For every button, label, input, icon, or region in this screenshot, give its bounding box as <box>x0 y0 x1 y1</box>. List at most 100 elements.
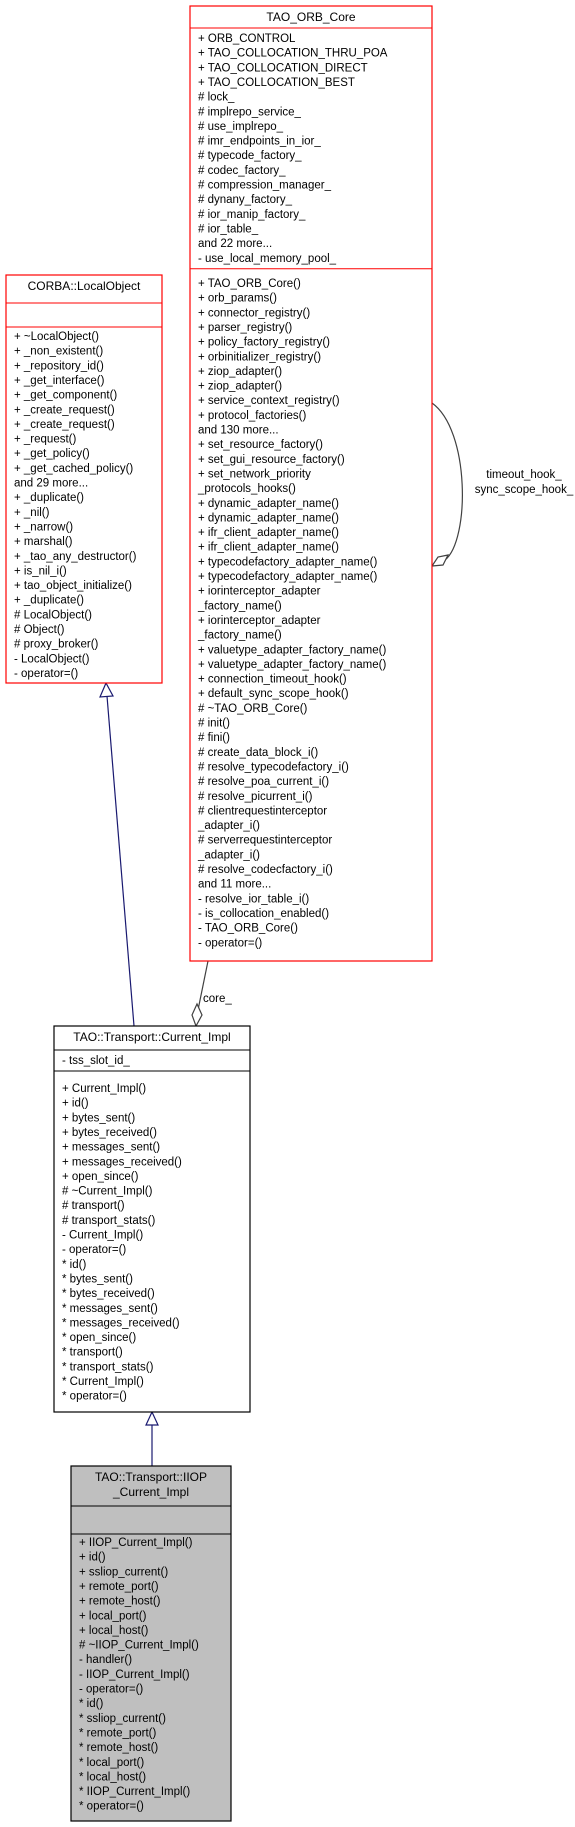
method-item: * bytes_sent() <box>62 1273 133 1285</box>
method-item: and 29 more... <box>14 478 88 490</box>
method-item: + _get_component() <box>14 390 117 402</box>
attribute-item: # codec_factory_ <box>198 165 286 177</box>
self-edge-label: timeout_hook_ <box>486 469 562 481</box>
method-item: + orbinitializer_registry() <box>198 351 321 363</box>
attribute-item: + ORB_CONTROL <box>198 33 296 45</box>
method-item: _protocols_hooks() <box>197 483 296 495</box>
method-item: # create_data_block_i() <box>198 747 318 759</box>
method-item: + dynamic_adapter_name() <box>198 512 339 524</box>
method-item: + Current_Impl() <box>62 1083 146 1095</box>
class-title: TAO::Transport::IIOP <box>95 1470 207 1484</box>
method-item: + valuetype_adapter_factory_name() <box>198 659 386 671</box>
method-item: + messages_sent() <box>62 1142 160 1154</box>
attribute-item: + TAO_COLLOCATION_DIRECT <box>198 62 368 74</box>
method-item: - IIOP_Current_Impl() <box>79 1669 190 1681</box>
method-item: * messages_sent() <box>62 1303 158 1315</box>
method-item: # resolve_picurrent_i() <box>198 791 313 803</box>
attribute-item: # typecode_factory_ <box>198 150 302 162</box>
method-item: * operator=() <box>62 1391 127 1403</box>
class-title: TAO_ORB_Core <box>266 10 355 24</box>
method-item: + valuetype_adapter_factory_name() <box>198 644 386 656</box>
method-item: * remote_port() <box>79 1727 157 1739</box>
method-item: + policy_factory_registry() <box>198 337 330 349</box>
method-item: * id() <box>62 1259 86 1271</box>
method-item: + ifr_client_adapter_name() <box>198 542 339 554</box>
method-item: + set_resource_factory() <box>198 439 323 451</box>
class-title: TAO::Transport::Current_Impl <box>73 1030 230 1044</box>
class-box <box>53 1025 251 1413</box>
method-item: * messages_received() <box>62 1317 180 1329</box>
method-item: + remote_host() <box>79 1596 161 1608</box>
method-item: + _duplicate() <box>14 492 84 504</box>
method-item: * transport_stats() <box>62 1361 154 1373</box>
method-item: + marshal() <box>14 536 73 548</box>
attribute-item: # ior_manip_factory_ <box>198 209 306 221</box>
method-item: + ssliop_current() <box>79 1566 168 1578</box>
method-item: + _create_request() <box>14 419 115 431</box>
class-box <box>5 274 163 684</box>
method-item: # resolve_poa_current_i() <box>198 776 329 788</box>
method-item: + messages_received() <box>62 1156 182 1168</box>
method-item: + local_host() <box>79 1625 149 1637</box>
method-item: * local_port() <box>79 1757 144 1769</box>
attribute-item: # ior_table_ <box>198 223 259 235</box>
method-item: * open_since() <box>62 1332 136 1344</box>
method-item: - LocalObject() <box>14 653 90 665</box>
method-item: # transport() <box>62 1200 125 1212</box>
method-item: + connection_timeout_hook() <box>198 674 347 686</box>
method-item: + local_port() <box>79 1610 147 1622</box>
method-item: * remote_host() <box>79 1742 158 1754</box>
class-tao-orb-core[interactable]: TAO_ORB_Core + ORB_CONTROL + TAO_COLLOCATI… <box>189 5 433 962</box>
attribute-item: # dynany_factory_ <box>198 194 293 206</box>
method-item: + bytes_received() <box>62 1127 157 1139</box>
method-item: + dynamic_adapter_name() <box>198 498 339 510</box>
method-item: + IIOP_Current_Impl() <box>79 1537 193 1549</box>
class-corba-localobject[interactable]: CORBA::LocalObject+ ~LocalObject()+ _non… <box>5 274 163 684</box>
method-item: - operator=() <box>62 1244 126 1256</box>
method-item: # clientrequestinterceptor <box>198 805 327 817</box>
class-box <box>70 1465 232 1822</box>
method-item: + orb_params() <box>198 293 277 305</box>
method-item: # resolve_codecfactory_i() <box>198 864 333 876</box>
method-item: # fini() <box>198 732 230 744</box>
method-item: * ssliop_current() <box>79 1713 166 1725</box>
method-item: - is_collocation_enabled() <box>198 908 329 920</box>
method-item: + _non_existent() <box>14 346 103 358</box>
method-item: + ~LocalObject() <box>14 331 99 343</box>
method-item: # Object() <box>14 624 65 636</box>
method-item: + remote_port() <box>79 1581 159 1593</box>
class-title: CORBA::LocalObject <box>28 279 141 293</box>
method-item: + service_context_registry() <box>198 395 340 407</box>
method-item: + protocol_factories() <box>198 410 307 422</box>
method-item: + connector_registry() <box>198 307 310 319</box>
method-item: + bytes_sent() <box>62 1112 135 1124</box>
method-item: # init() <box>198 718 230 730</box>
attribute-item: # implrepo_service_ <box>198 106 302 118</box>
attribute-item: + TAO_COLLOCATION_BEST <box>198 77 355 89</box>
method-item: + _repository_id() <box>14 360 104 372</box>
method-item: + ifr_client_adapter_name() <box>198 527 339 539</box>
method-item: - operator=() <box>79 1684 143 1696</box>
method-item: + _get_interface() <box>14 375 105 387</box>
method-item: and 11 more... <box>198 879 271 891</box>
method-item: + iorinterceptor_adapter <box>198 615 321 627</box>
aggregation-diamond <box>191 1002 203 1028</box>
method-item: - TAO_ORB_Core() <box>198 923 298 935</box>
method-item: - Current_Impl() <box>62 1230 143 1242</box>
method-item: + _create_request() <box>14 404 115 416</box>
method-item: + tao_object_initialize() <box>14 580 132 592</box>
attribute-item: # use_implrepo_ <box>198 121 284 133</box>
class-current-impl[interactable]: TAO::Transport::Current_Impl- tss_slot_i… <box>53 1025 251 1413</box>
method-item: * transport() <box>62 1347 123 1359</box>
method-item: + open_since() <box>62 1171 139 1183</box>
self-association-edge <box>431 402 463 561</box>
method-item: _adapter_i() <box>197 849 260 861</box>
method-item: and 130 more... <box>198 425 279 437</box>
method-item: # resolve_typecodefactory_i() <box>198 761 349 773</box>
method-item: # LocalObject() <box>14 609 92 621</box>
method-item: # ~TAO_ORB_Core() <box>198 703 308 715</box>
method-item: * local_host() <box>79 1771 146 1783</box>
method-item: + is_nil_i() <box>14 565 67 577</box>
class-iiop-current-impl[interactable]: TAO::Transport::IIOP_Current_Impl+ IIOP_… <box>70 1465 232 1822</box>
method-item: + ziop_adapter() <box>198 381 282 393</box>
